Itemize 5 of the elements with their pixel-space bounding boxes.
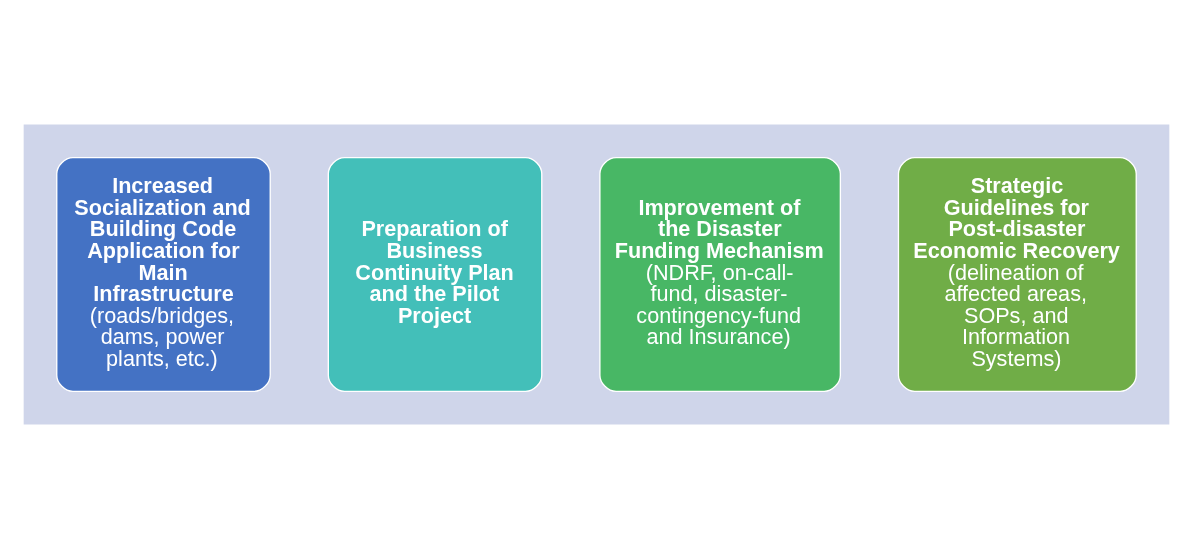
cluster	[23, 124, 1170, 424]
node-box: Improvement of the Disaster Funding Mechanism (NDRF, on-call-fund, disaster-contingency-fund and Insurance)	[599, 156, 842, 392]
node-box: Preparation of Business Continuity Plan and the Pilot Project	[327, 156, 543, 392]
node-box: Increased Socialization and Building Code Application for Main Infrastructure (roads/bridges, dams, power plants, etc.)	[56, 156, 271, 392]
node-box: Strategic Guidelines for Post-disaster Economic Recovery (delineation of affected areas, SOPs, and Information Systems)	[897, 156, 1137, 392]
